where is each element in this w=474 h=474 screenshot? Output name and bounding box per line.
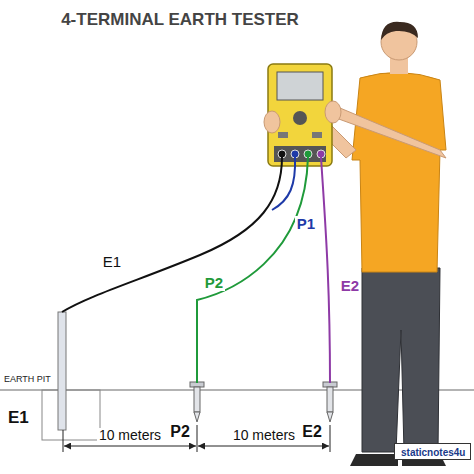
watermark-box: staticnotes4u xyxy=(394,443,471,460)
art-part xyxy=(64,446,196,447)
art-part xyxy=(194,412,200,422)
man-figure xyxy=(318,22,446,466)
art-part xyxy=(278,132,288,138)
p1-lead xyxy=(272,157,295,210)
art-part xyxy=(63,430,64,452)
art-part xyxy=(325,101,341,123)
electrode-label: E1 xyxy=(8,409,29,428)
art-part xyxy=(291,150,299,158)
dimension-label: 10 meters xyxy=(97,428,163,443)
art-part xyxy=(352,72,446,272)
e2-stake xyxy=(323,382,337,422)
art-part xyxy=(278,150,286,158)
p2-lead xyxy=(197,157,308,383)
lead-label: E1 xyxy=(101,254,123,271)
art-part xyxy=(327,387,333,412)
lead-label: E2 xyxy=(339,278,361,295)
e2-lead xyxy=(321,157,330,383)
earth-tester xyxy=(264,64,341,166)
lead-label: P1 xyxy=(295,216,317,233)
art-part xyxy=(317,150,325,158)
art-part xyxy=(194,387,200,412)
e1-lead xyxy=(62,157,282,312)
art-part xyxy=(264,111,280,133)
earth-pit xyxy=(42,390,100,440)
art-part xyxy=(362,268,440,452)
art-part xyxy=(330,425,331,452)
p2-stake xyxy=(190,382,204,422)
electrode-label: E2 xyxy=(302,423,322,441)
art-part xyxy=(381,22,418,40)
art-part xyxy=(197,425,198,452)
art-part xyxy=(304,150,312,158)
watermark-text: staticnotes4u xyxy=(401,447,464,458)
lead-label: P2 xyxy=(203,275,225,292)
art-part xyxy=(277,72,323,100)
pit-label: EARTH PIT xyxy=(4,375,51,385)
art-part xyxy=(336,108,446,158)
test-leads xyxy=(62,157,330,383)
title: 4-TERMINAL EARTH TESTER xyxy=(61,11,299,30)
art-part xyxy=(327,412,333,422)
dimension-lines xyxy=(63,425,330,452)
earth-electrode xyxy=(58,312,66,430)
art-part xyxy=(312,132,322,138)
dimension-label: 10 meters xyxy=(231,428,297,443)
art-part xyxy=(350,454,398,466)
art-part xyxy=(198,446,329,447)
electrode-label: P2 xyxy=(170,423,190,441)
art-part xyxy=(293,111,307,125)
